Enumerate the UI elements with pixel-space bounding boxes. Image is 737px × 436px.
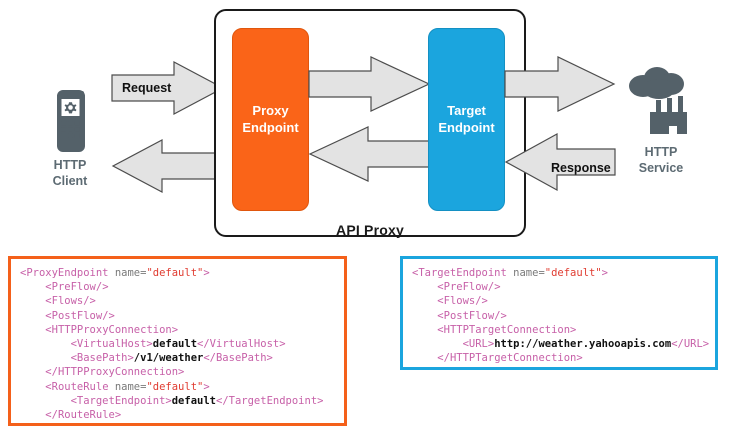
code-token-plain — [20, 310, 45, 322]
arrow-client-to-proxy — [111, 61, 225, 115]
code-token-plain — [20, 324, 45, 336]
http-service-caption-line2: Service — [638, 160, 684, 175]
code-token-plain — [20, 338, 71, 350]
code-token-text: default — [152, 338, 198, 351]
proxy-endpoint-box[interactable]: Proxy Endpoint — [232, 28, 309, 211]
code-token-tag: <PreFlow/> — [45, 281, 109, 294]
code-token-val: "default" — [146, 267, 204, 279]
mobile-phone-gear-icon — [48, 88, 92, 154]
code-token-val: "default" — [544, 267, 602, 279]
target-endpoint-box[interactable]: Target Endpoint — [428, 28, 505, 211]
code-token-attr: name= — [114, 380, 147, 393]
code-token-plain — [412, 310, 437, 322]
code-token-tag: > — [203, 267, 210, 279]
proxy-endpoint-code-block: <ProxyEndpoint name="default"> <PreFlow/… — [8, 256, 347, 426]
code-token-tag: <PostFlow/> — [45, 309, 115, 322]
architecture-diagram: HTTP Client Request Proxy Endpoint Targe… — [30, 9, 701, 238]
code-token-tag: <TargetEndpoint — [412, 267, 514, 279]
code-token-plain — [412, 281, 437, 293]
code-token-plain — [20, 395, 71, 407]
target-endpoint-label-line1: Target — [447, 103, 486, 119]
code-token-plain — [20, 366, 45, 378]
code-token-tag: <VirtualHost> — [70, 338, 153, 351]
code-token-attr: name= — [114, 267, 147, 279]
http-client-caption: HTTP Client — [30, 158, 110, 189]
cloud-factory-icon — [626, 64, 696, 144]
arrow-proxy-to-client — [111, 139, 225, 193]
arrow-label-response: Response — [551, 161, 611, 175]
proxy-endpoint-label: Proxy Endpoint — [242, 103, 298, 136]
code-token-tag: <HTTPTargetConnection> — [437, 323, 577, 336]
http-client-caption-line1: HTTP — [53, 158, 87, 172]
proxy-endpoint-label-line1: Proxy — [252, 103, 289, 119]
code-token-tag: <PostFlow/> — [437, 309, 507, 322]
code-token-tag: </TargetEndpoint> — [216, 394, 324, 407]
http-service-caption-line1: HTTP — [644, 145, 678, 159]
code-token-plain — [20, 409, 45, 421]
code-token-tag: <ProxyEndpoint — [20, 267, 115, 279]
arrow-proxy-to-target — [308, 56, 431, 112]
code-token-text: /v1/weather — [133, 352, 204, 365]
arrow-service-to-target — [504, 132, 616, 192]
http-client-caption-line2: Client — [52, 173, 88, 188]
code-token-tag: </HTTPProxyConnection> — [45, 366, 185, 379]
code-token-tag: </BasePath> — [203, 352, 273, 365]
arrow-target-to-service — [504, 56, 616, 112]
target-endpoint-label-line2: Endpoint — [438, 119, 495, 135]
code-token-plain — [412, 338, 463, 350]
proxy-endpoint-label-line2: Endpoint — [242, 119, 299, 135]
target-endpoint-code-block: <TargetEndpoint name="default"> <PreFlow… — [400, 256, 718, 370]
code-token-plain — [20, 352, 71, 364]
api-proxy-label: API Proxy — [336, 222, 404, 238]
code-token-text: http://weather.yahooapis.com — [494, 338, 672, 351]
code-token-tag: <TargetEndpoint> — [70, 394, 172, 407]
code-token-tag: <PreFlow/> — [437, 281, 501, 294]
code-token-tag: <Flows/> — [437, 295, 488, 308]
code-token-text: default — [171, 394, 216, 407]
code-token-plain — [412, 324, 437, 336]
code-token-val: "default" — [146, 380, 204, 393]
arrow-target-to-proxy — [308, 126, 431, 182]
code-token-tag: <HTTPProxyConnection> — [45, 323, 179, 336]
http-service-caption: HTTP Service — [621, 145, 701, 176]
code-token-plain — [20, 381, 45, 393]
arrow-label-request: Request — [122, 81, 172, 95]
code-token-plain — [20, 295, 45, 307]
code-token-tag: </HTTPTargetConnection> — [437, 352, 583, 365]
code-token-plain — [412, 352, 437, 364]
code-token-tag: </VirtualHost> — [197, 338, 286, 351]
code-token-tag: </TargetEndpoint> — [412, 366, 519, 367]
code-token-tag: <RouteRule — [45, 380, 115, 393]
code-token-tag: <Flows/> — [45, 295, 96, 308]
code-token-tag: > — [601, 267, 608, 279]
code-token-tag: <URL> — [462, 338, 495, 351]
target-endpoint-label: Target Endpoint — [438, 103, 494, 136]
code-token-tag: <BasePath> — [70, 352, 134, 365]
code-token-tag: </URL> — [671, 338, 710, 351]
code-token-tag: </ProxyEndpoint> — [20, 423, 121, 426]
code-token-plain — [20, 281, 45, 293]
code-token-attr: name= — [513, 267, 545, 279]
code-token-tag: > — [203, 380, 210, 393]
code-token-tag: </RouteRule> — [45, 409, 122, 422]
code-token-plain — [412, 295, 437, 307]
